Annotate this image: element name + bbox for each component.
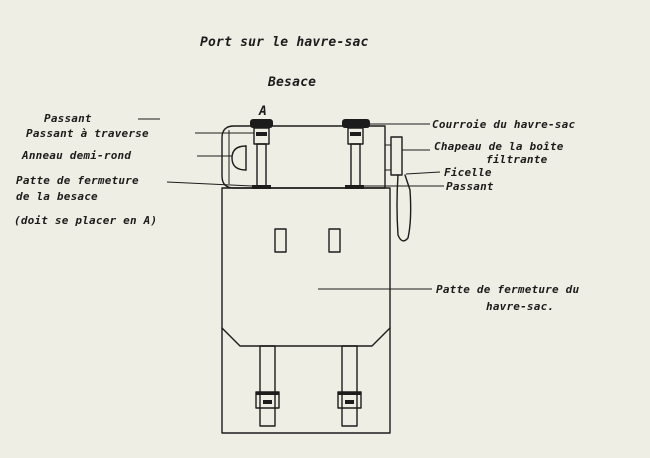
havresac-body <box>221 187 391 434</box>
label-courroie: Courroie du havre-sac <box>432 118 575 131</box>
label-chapeau-2: filtrante <box>486 153 548 166</box>
label-patte-besace-1: Patte de fermeture <box>16 174 139 187</box>
string-ficelle <box>396 174 412 242</box>
diagram-subtitle: Besace <box>267 75 316 90</box>
marker-a: A <box>258 104 267 119</box>
label-patte-besace-2: de la besace <box>16 190 98 203</box>
label-patte-besace-3: (doit se placer en A) <box>14 214 157 227</box>
label-chapeau-1: Chapeau de la boîte <box>434 140 564 153</box>
label-patte-havresac-2: havre-sac. <box>486 300 554 313</box>
diagram-title: Port sur le havre-sac <box>200 35 369 50</box>
label-passant-traverse: Passant à traverse <box>26 127 149 140</box>
opening-left <box>274 228 287 253</box>
leader-lines <box>138 118 444 290</box>
label-patte-havresac-1: Patte de fermeture du <box>436 283 579 296</box>
opening-right <box>328 228 341 253</box>
half-ring <box>231 145 247 171</box>
label-anneau: Anneau demi-rond <box>21 149 131 162</box>
label-passant-right: Passant <box>446 180 494 193</box>
label-passant-top: Passant <box>44 112 92 125</box>
lower-straps <box>255 345 362 427</box>
top-straps <box>250 119 370 189</box>
label-ficelle: Ficelle <box>444 166 492 179</box>
besace-bag <box>221 125 386 189</box>
filter-box-cap <box>385 136 403 176</box>
